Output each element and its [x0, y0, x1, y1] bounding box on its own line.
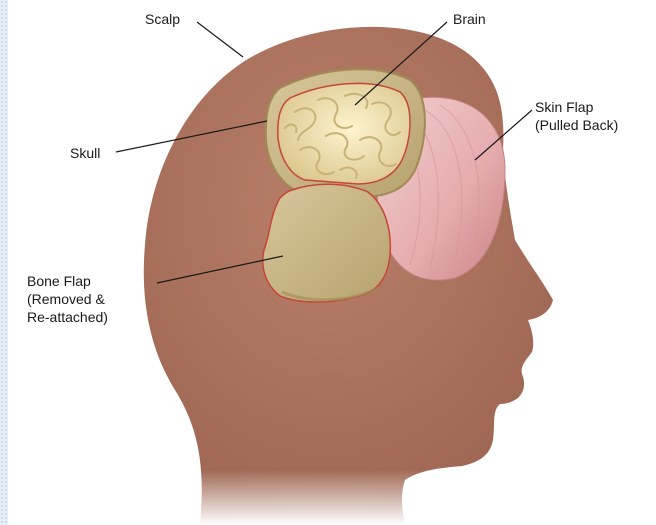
bone-flap-label: Bone Flap (Removed & Re-attached): [27, 272, 108, 326]
bone-flap: [263, 184, 391, 302]
bone-flap-label-line-1: Bone Flap: [27, 272, 108, 290]
bone-flap-label-line-3: Re-attached): [27, 308, 108, 326]
skin-flap-label-line-1: Skin Flap: [535, 98, 618, 116]
skin-flap-label-line-2: (Pulled Back): [535, 116, 618, 134]
bone-flap-label-line-2: (Removed &: [27, 290, 108, 308]
scalp-label: Scalp: [145, 10, 180, 28]
scalp-leader-line: [197, 22, 243, 57]
neck-fade: [150, 470, 450, 525]
brain-label: Brain: [453, 10, 486, 28]
skin-flap-label: Skin Flap (Pulled Back): [535, 98, 618, 134]
skull-label: Skull: [70, 144, 100, 162]
